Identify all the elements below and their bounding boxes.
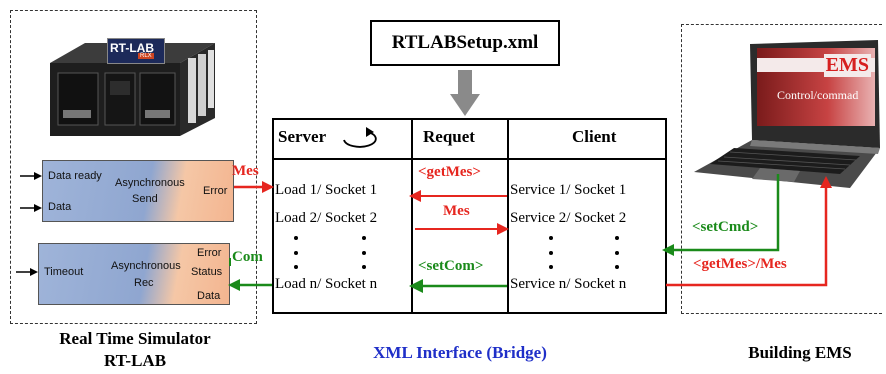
setup-file-box: RTLABSetup.xml	[370, 20, 560, 66]
send-input-data-ready: Data ready	[48, 170, 102, 182]
client-row-n: Service n/ Socket n	[510, 276, 627, 292]
table-col-divider-2	[507, 118, 509, 314]
link-com-label: Com	[232, 249, 263, 265]
ems-region	[681, 24, 882, 314]
bridge-table	[272, 118, 667, 314]
send-output-error: Error	[203, 185, 228, 197]
link-mes-label: Mes	[232, 163, 259, 179]
recv-input-arrow	[16, 268, 38, 276]
link-mes-arrow	[234, 181, 274, 193]
recv-output-status: Status	[191, 266, 223, 278]
recv-input-timeout: Timeout	[44, 266, 84, 278]
send-input-data: Data	[48, 201, 72, 213]
async-recv-block: Timeout Asynchronous Rec Error Status Da…	[38, 243, 230, 305]
recv-title-line1: Asynchronous	[111, 260, 181, 272]
rtlab-caption-line1: Real Time Simulator	[59, 329, 211, 348]
setup-file-name: RTLABSetup.xml	[391, 32, 539, 53]
cycle-icon	[343, 127, 377, 148]
send-title-line1: Asynchronous	[115, 177, 185, 189]
recv-title-line2: Rec	[134, 277, 154, 289]
client-row-1: Service 1/ Socket 1	[510, 182, 627, 198]
server-row-1: Load 1/ Socket 1	[275, 182, 378, 198]
send-title-line2: Send	[132, 193, 158, 205]
setup-down-arrow	[450, 70, 480, 116]
header-server: Server	[278, 127, 327, 146]
client-ellipsis	[549, 236, 629, 272]
bridge-caption: XML Interface (Bridge)	[373, 343, 547, 362]
rtlab-logo: RT-LAB RLX	[107, 38, 165, 64]
link-getmes-mes-arrow	[666, 176, 832, 287]
recv-output-error: Error	[197, 247, 222, 259]
server-row-2: Load 2/ Socket 2	[275, 210, 378, 226]
header-request: Requet	[423, 127, 475, 146]
screen-ems-title: EMS	[823, 54, 871, 77]
table-header-divider	[272, 158, 667, 160]
table-col-divider-1	[411, 118, 413, 314]
screen-subtitle: Control/commad	[777, 88, 859, 102]
link-setcmd-arrow	[662, 174, 780, 256]
client-row-2: Service 2/ Socket 2	[510, 210, 627, 226]
link-com-arrow	[228, 258, 272, 291]
ems-caption: Building EMS	[748, 343, 852, 362]
request-mes-label: Mes	[443, 203, 470, 219]
request-getmes-label: <getMes>	[418, 164, 481, 180]
rtlab-region	[10, 10, 257, 324]
rtlab-caption-line2: RT-LAB	[103, 351, 167, 370]
laptop-screen: EMS Control/commad	[757, 48, 875, 126]
link-getmes-mes-label: <getMes>/Mes	[693, 256, 787, 272]
rtlab-logo-sub: RLX	[138, 53, 154, 59]
server-row-n: Load n/ Socket n	[275, 276, 378, 292]
rtlab-logo-text: RT-LAB	[110, 41, 154, 55]
link-setcmd-label: <setCmd>	[692, 219, 759, 235]
async-send-block: Data ready Data Asynchronous Send Error	[42, 160, 234, 222]
send-input-arrows	[20, 172, 42, 212]
header-client: Client	[572, 127, 617, 146]
request-arrows	[409, 190, 509, 293]
rtlab-hardware-image	[50, 43, 215, 136]
server-ellipsis	[294, 236, 374, 272]
recv-output-data: Data	[197, 290, 221, 302]
request-setcom-label: <setCom>	[418, 258, 484, 274]
